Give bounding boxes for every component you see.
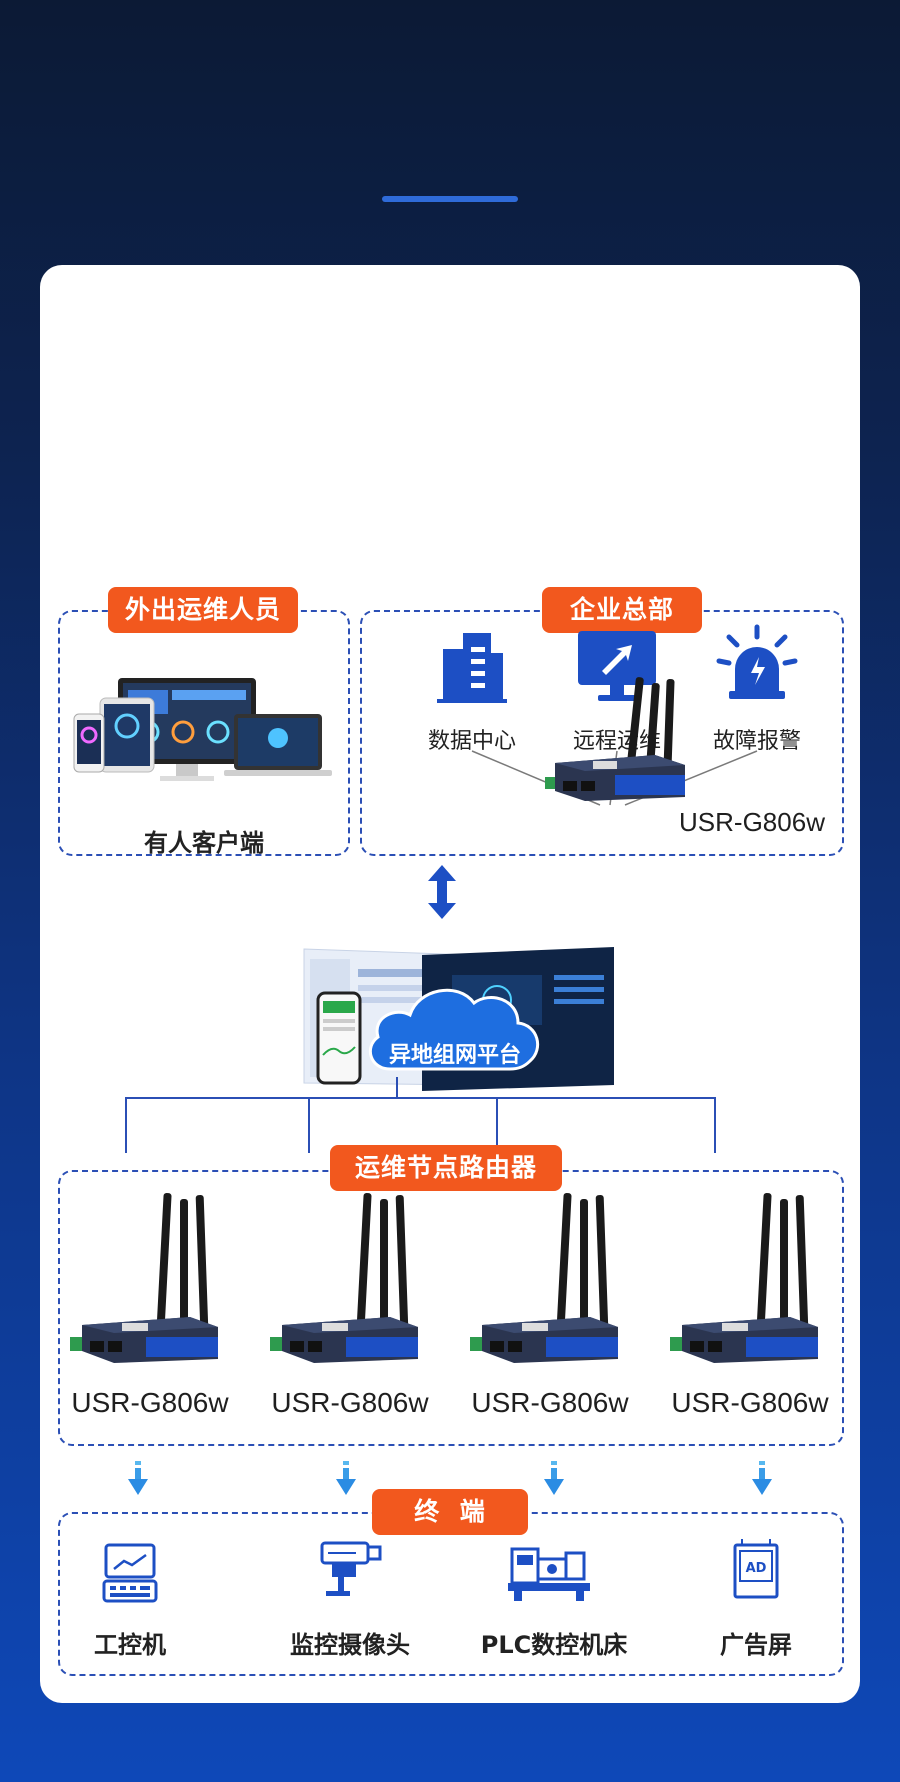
node-routers-badge: 运维节点路由器 — [330, 1145, 562, 1191]
connector-line — [125, 1097, 127, 1153]
hq-item-label: 远程运维 — [572, 729, 661, 754]
hq-item-label: 数据中心 — [427, 729, 516, 754]
ad-screen-icon: AD — [733, 1539, 779, 1599]
diagram-card: 外出运维人员 有人客户端 企业总部 — [40, 265, 860, 1703]
connector-line — [308, 1097, 310, 1153]
cnc-machine-icon — [508, 1547, 590, 1601]
down-arrow-icon — [336, 1461, 356, 1495]
node-router-model: USR-G806w — [671, 1387, 829, 1418]
connector-line — [396, 1077, 398, 1097]
client-devices-image — [73, 678, 332, 781]
terminal-label: 工控机 — [94, 1631, 166, 1659]
connector-line — [714, 1097, 716, 1153]
hq-item-label: 故障报警 — [712, 729, 801, 754]
hq-router-image — [545, 677, 685, 801]
node-router-image — [470, 1193, 618, 1363]
building-icon — [437, 633, 507, 703]
headquarters-badge: 企业总部 — [542, 587, 702, 633]
node-router-image — [670, 1193, 818, 1363]
hq-router-model: USR-G806w — [679, 807, 825, 837]
down-arrow-icon — [752, 1461, 772, 1495]
node-router-model: USR-G806w — [471, 1387, 629, 1418]
double-arrow-icon — [428, 865, 456, 919]
client-app-label: 有人客户端 — [144, 829, 264, 857]
node-router-image — [270, 1193, 418, 1363]
platform-label: 异地组网平台 — [388, 1043, 521, 1068]
down-arrow-icon — [128, 1461, 148, 1495]
ad-icon-text: AD — [746, 1561, 767, 1576]
node-router-model: USR-G806w — [71, 1387, 229, 1418]
terminal-label: PLC数控机床 — [480, 1631, 628, 1659]
alarm-icon — [716, 624, 798, 699]
node-router-model: USR-G806w — [271, 1387, 429, 1418]
monitor-icon — [578, 631, 656, 701]
connector-line — [496, 1097, 498, 1153]
industrial-pc-icon — [102, 1543, 158, 1603]
cloud-icon — [368, 988, 540, 1071]
terminal-label: 广告屏 — [720, 1631, 792, 1659]
header-accent-bar — [382, 196, 518, 202]
down-arrow-icon — [544, 1461, 564, 1495]
node-router-image — [70, 1193, 218, 1363]
terminal-label: 监控摄像头 — [290, 1631, 410, 1659]
camera-icon — [320, 1541, 382, 1596]
terminals-badge: 终 端 — [372, 1489, 528, 1535]
connector-line — [125, 1097, 716, 1099]
field-staff-badge: 外出运维人员 — [108, 587, 298, 633]
